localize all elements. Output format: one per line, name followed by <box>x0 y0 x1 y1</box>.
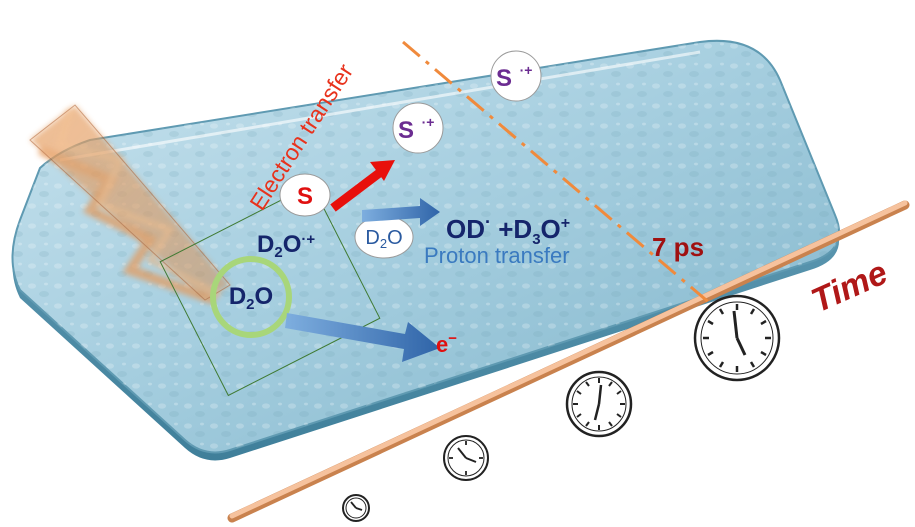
dashed-time-line <box>402 40 713 307</box>
d2o-radical-cation-label: D2O·+ <box>257 231 315 261</box>
d2o-bubble: D2O <box>354 215 414 259</box>
excitation-region-box <box>159 183 381 397</box>
time-marker-label: 7 ps <box>652 232 704 262</box>
clock-icon <box>565 370 633 438</box>
electron-arrow <box>285 313 440 362</box>
clock-icon <box>342 494 370 522</box>
red-arrow <box>330 160 395 212</box>
svg-text:·+: ·+ <box>520 62 533 78</box>
proton-transfer-label: Proton transfer <box>424 243 570 268</box>
d2o-main: D2O <box>210 256 292 338</box>
clock-icon <box>693 294 781 382</box>
svg-text:·+: ·+ <box>422 114 435 130</box>
time-axis <box>227 200 910 523</box>
clock-icon <box>443 435 489 481</box>
svg-text:S: S <box>496 65 512 92</box>
s-molecule: S <box>279 173 331 217</box>
svg-text:S: S <box>398 117 414 144</box>
water-surface <box>11 39 840 461</box>
s-label: S <box>297 183 313 210</box>
s-radical-cation-upper: S ·+ <box>490 50 542 102</box>
products-label: OD· +D3O+ <box>446 212 570 248</box>
svg-text:D2O: D2O <box>229 283 273 313</box>
proton-arrow <box>362 198 440 226</box>
s-radical-cation-lower: S ·+ <box>392 102 444 154</box>
electron-label: e− <box>436 330 457 357</box>
svg-text:D2O: D2O <box>365 227 402 251</box>
